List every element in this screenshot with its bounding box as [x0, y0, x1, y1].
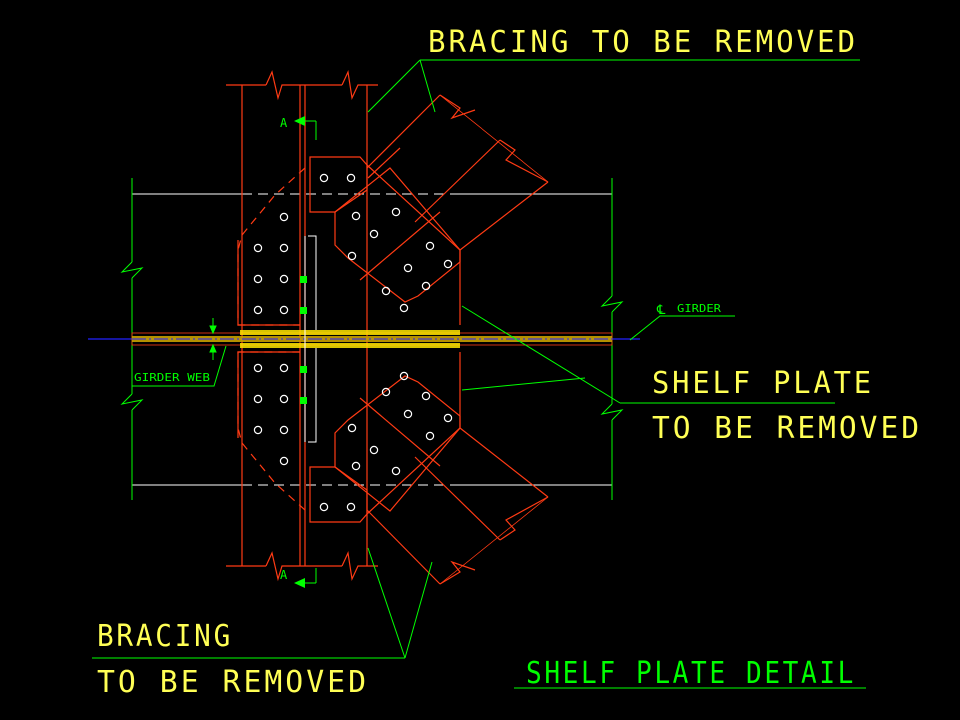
label-shelf-plate-line2: TO BE REMOVED [652, 411, 922, 446]
bolt-hole [253, 394, 263, 404]
centerline-symbol: ℄ [656, 303, 666, 318]
upper-splice-plate [334, 167, 461, 303]
bolt-hole [279, 212, 289, 222]
lower-brace [366, 427, 549, 585]
bolt-hole [279, 363, 289, 373]
leader-bracing-top [367, 59, 860, 113]
leader-girder-cl [629, 315, 735, 341]
bolt-hole [253, 243, 263, 253]
bolt-hole [425, 431, 435, 441]
bolt-hole [253, 274, 263, 284]
bolt-hole [279, 305, 289, 315]
bolt-hole [421, 281, 431, 291]
bolt-hole [425, 241, 435, 251]
upper-brace [366, 94, 549, 251]
label-girder-centerline: GIRDER [677, 302, 721, 315]
bolt-hole [253, 425, 263, 435]
left-gusset-top [237, 167, 306, 326]
bolt-hole [279, 456, 289, 466]
label-girder-web: GIRDER WEB [134, 371, 210, 384]
drawing-title: SHELF PLATE DETAIL [526, 656, 856, 691]
top-connection-plate [309, 156, 368, 213]
bolt-hole [351, 461, 361, 471]
leader-shelf-plate [461, 305, 835, 404]
bolt-holes [253, 173, 453, 512]
bolt-hole [399, 303, 409, 313]
label-shelf-plate-line1: SHELF PLATE [652, 366, 874, 401]
bolt-hole [346, 173, 356, 183]
label-bracing-bottom-line2: TO BE REMOVED [97, 665, 369, 700]
bolt-hole [443, 413, 453, 423]
bolt-hole [381, 387, 391, 397]
bolt-hole [443, 259, 453, 269]
girder-right-end [600, 178, 624, 500]
section-mark-bottom: A [280, 568, 317, 588]
bolt-hole [391, 207, 401, 217]
lower-splice-plate [334, 375, 461, 512]
label-bracing-bottom-line1: BRACING [97, 619, 233, 654]
label-bracing-top: BRACING TO BE REMOVED [428, 25, 858, 60]
bolt-hole [347, 251, 357, 261]
bolt-hole [253, 305, 263, 315]
thickness-dimension [209, 318, 217, 360]
shelf-plate [131, 330, 613, 348]
bolt-hole [351, 211, 361, 221]
bolt-hole [399, 371, 409, 381]
leader-girder-web [132, 345, 227, 387]
bolt-hole [279, 274, 289, 284]
section-label-bottom: A [280, 568, 288, 582]
bolt-hole [369, 229, 379, 239]
bolt-hole [279, 425, 289, 435]
section-label-top: A [280, 116, 288, 130]
bolt-hole [319, 502, 329, 512]
bolt-hole [403, 409, 413, 419]
bolt-hole [279, 394, 289, 404]
bolt-hole [391, 466, 401, 476]
bolt-hole [346, 502, 356, 512]
bolt-hole [381, 286, 391, 296]
bolt-hole [319, 173, 329, 183]
bolt-hole [403, 263, 413, 273]
bolt-hole [421, 391, 431, 401]
leader-bracing-bottom [92, 547, 433, 659]
left-gusset-bottom [237, 351, 306, 511]
weld-markers [300, 276, 307, 404]
bolt-hole [279, 243, 289, 253]
bolt-hole [253, 363, 263, 373]
girder-web-plate [304, 235, 317, 443]
bottom-connection-plate [309, 466, 368, 523]
bolt-hole [369, 445, 379, 455]
bolt-hole [347, 423, 357, 433]
section-mark-top: A [280, 116, 317, 140]
